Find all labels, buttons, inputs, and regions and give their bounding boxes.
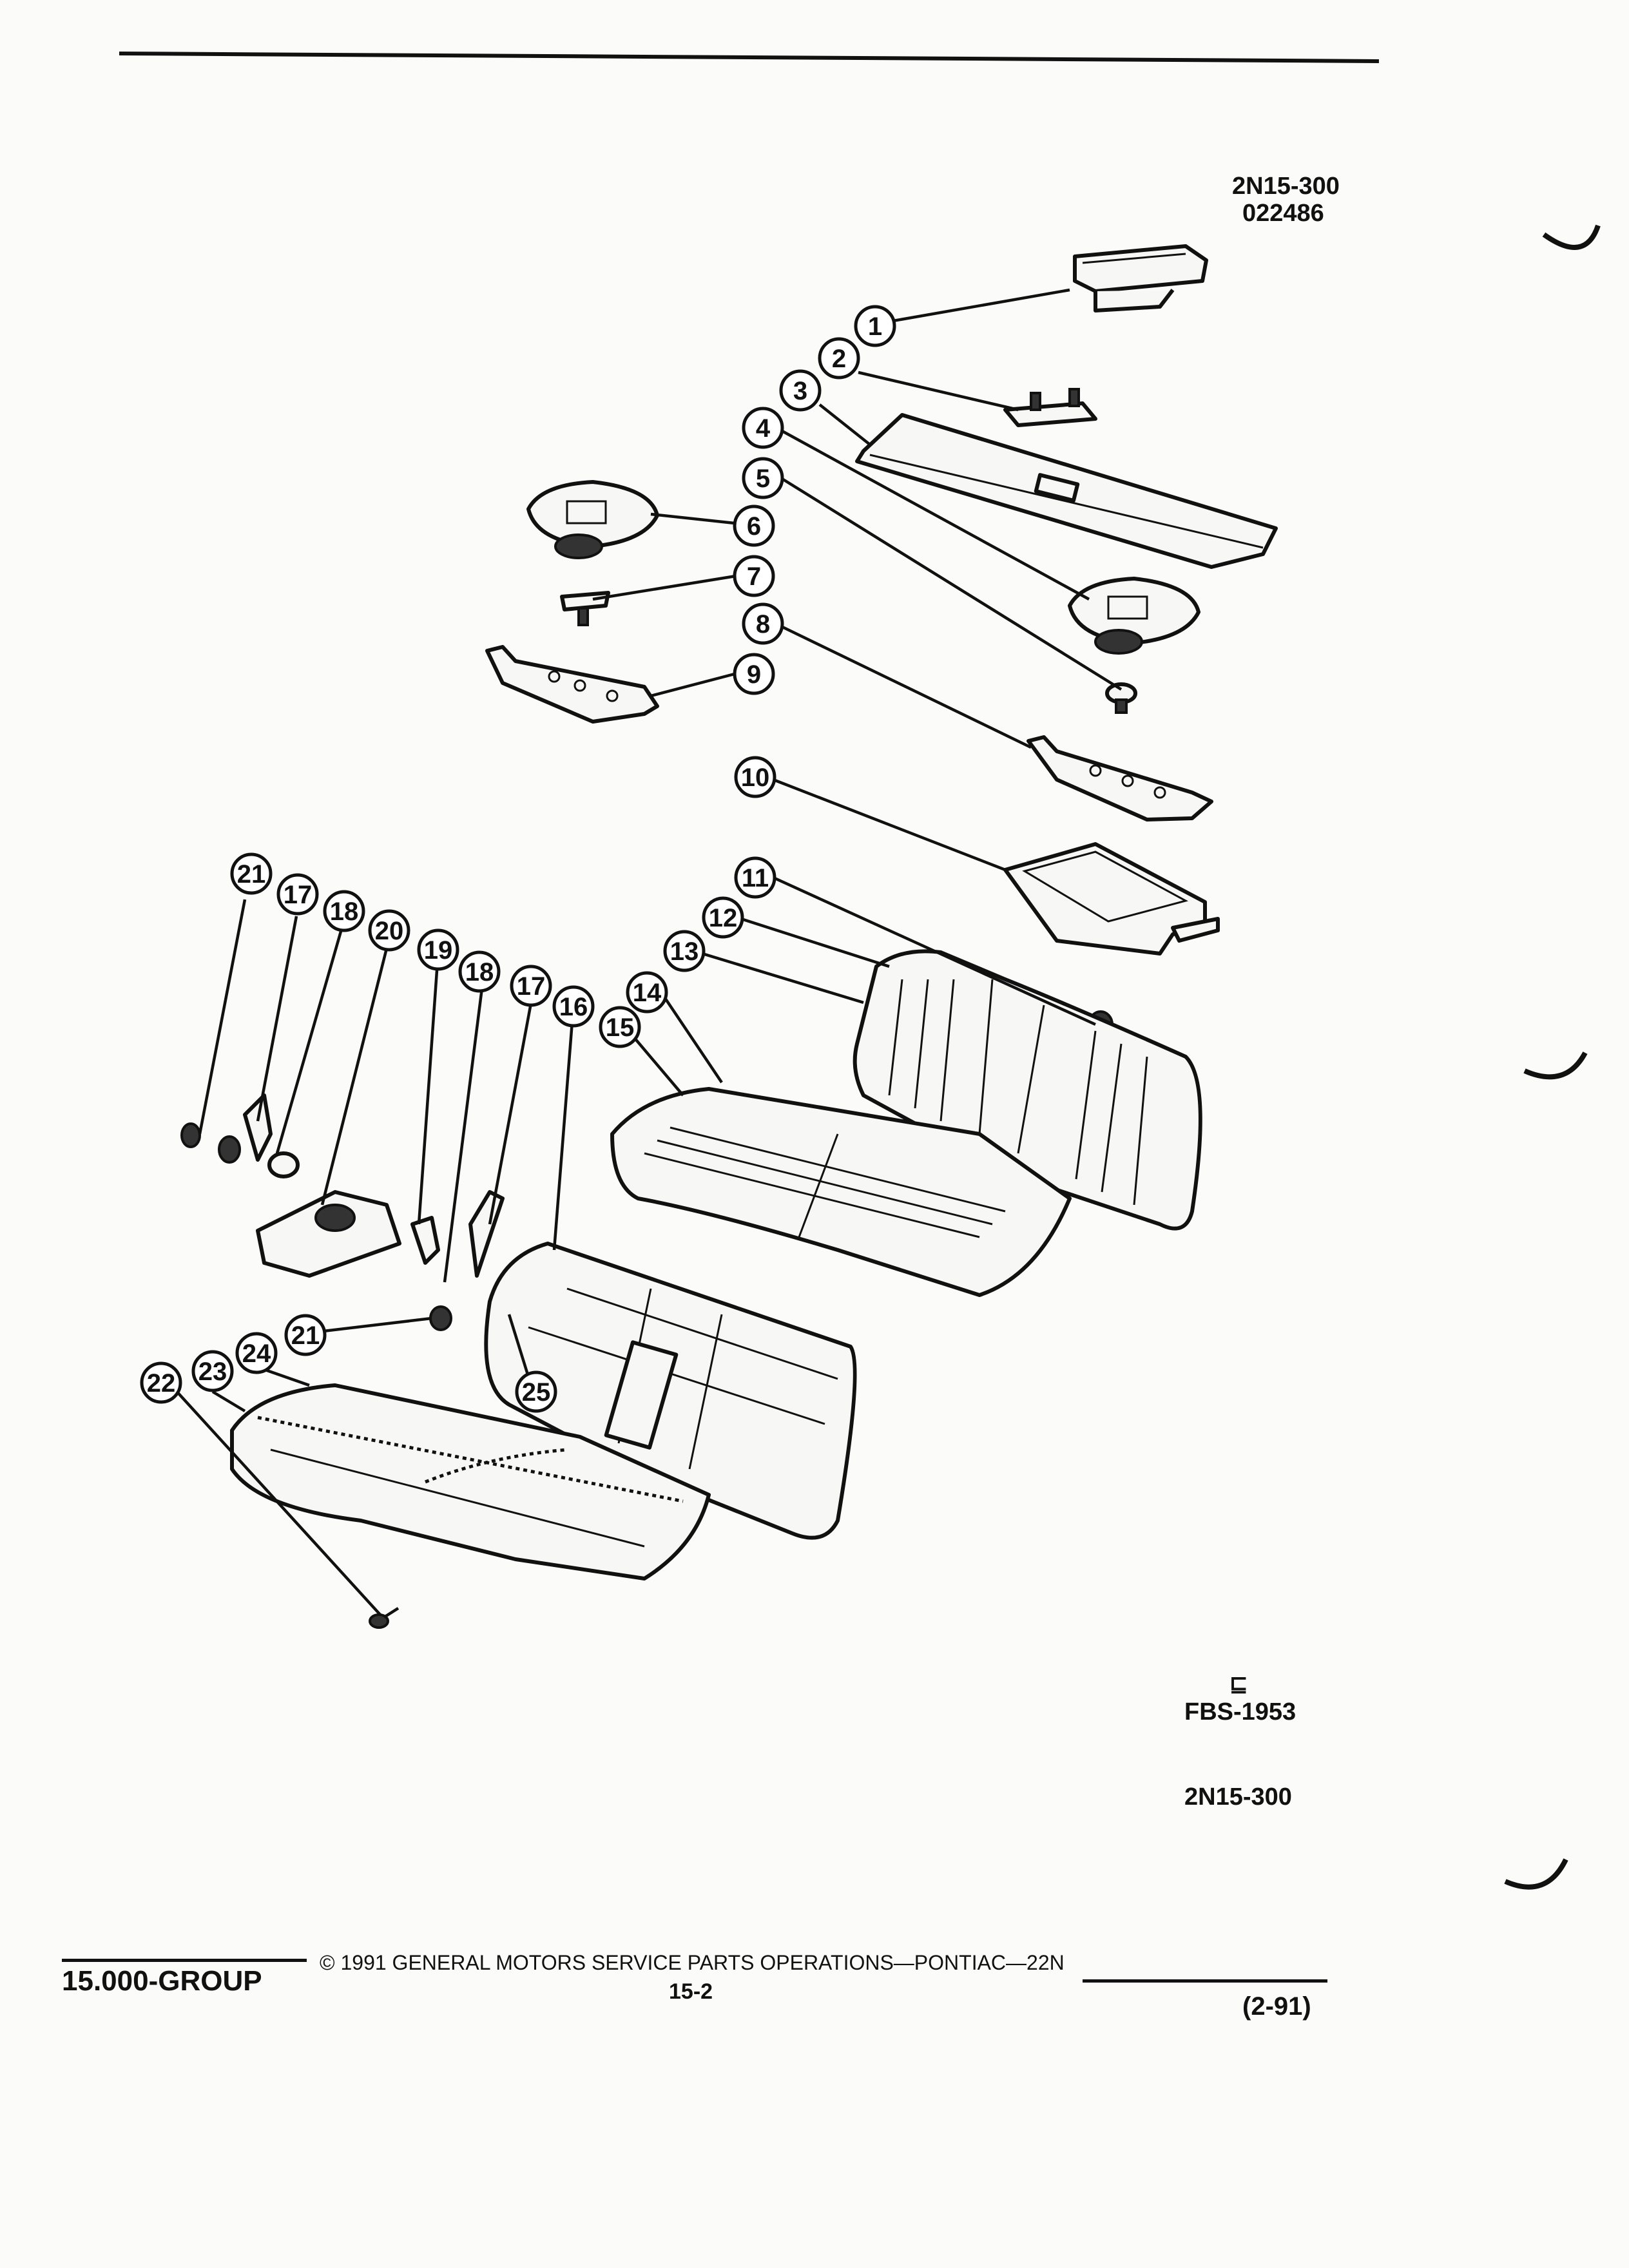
svg-text:22: 22 <box>147 1369 176 1398</box>
callout-2: 2 <box>818 337 860 380</box>
svg-text:18: 18 <box>330 898 359 926</box>
header-drawing-id: 2N15-300 <box>1232 173 1340 200</box>
svg-text:7: 7 <box>747 562 761 591</box>
svg-text:2: 2 <box>832 345 846 373</box>
part-armrest-pad <box>1073 244 1208 312</box>
svg-text:17: 17 <box>517 972 546 1001</box>
leader-lines <box>166 288 1123 1616</box>
footer-rule-right <box>1083 1979 1327 1983</box>
part-front-seat-cushion <box>230 1383 711 1581</box>
part-storage-box <box>1003 842 1220 956</box>
callout-6: 6 <box>733 505 775 547</box>
svg-text:8: 8 <box>756 610 770 639</box>
svg-text:20: 20 <box>375 917 404 945</box>
svg-text:4: 4 <box>756 414 771 443</box>
callout-15: 15 <box>599 1006 641 1048</box>
binder-hole-marks <box>1504 224 1601 1890</box>
footer-copyright: © 1991 GENERAL MOTORS SERVICE PARTS OPER… <box>320 1951 1065 1974</box>
footer-revision: (2-91) <box>1242 1992 1311 2021</box>
footer-page-number: 15-2 <box>669 1979 713 2004</box>
svg-text:3: 3 <box>793 377 807 405</box>
part-speaker-right <box>1068 577 1200 655</box>
part-front-seat-back <box>484 1242 857 1540</box>
part-speaker-left <box>526 480 659 559</box>
callout-3: 3 <box>779 369 822 412</box>
callout-21-lower: 21 <box>284 1314 327 1356</box>
callout-10: 10 <box>734 756 776 798</box>
callout-17-right: 17 <box>510 965 552 1007</box>
part-rear-shelf-panel <box>855 413 1278 569</box>
callout-24: 24 <box>235 1332 278 1374</box>
callout-8: 8 <box>742 602 784 645</box>
svg-text:11: 11 <box>742 864 769 892</box>
part-bracket <box>1003 388 1097 427</box>
svg-text:10: 10 <box>741 764 770 792</box>
part-rear-seat-back <box>853 949 1202 1231</box>
callout-18-right: 18 <box>458 950 501 993</box>
svg-text:23: 23 <box>198 1358 227 1386</box>
svg-text:14: 14 <box>633 979 662 1007</box>
callout-13: 13 <box>663 930 706 972</box>
svg-text:16: 16 <box>559 993 588 1021</box>
callout-11: 11 <box>734 856 776 899</box>
part-rear-seat-cushion <box>610 1087 1072 1297</box>
svg-text:9: 9 <box>747 660 761 689</box>
svg-text:21: 21 <box>237 860 266 889</box>
svg-text:19: 19 <box>424 936 453 965</box>
callout-18-left: 18 <box>323 890 365 932</box>
footer-group: 15.000-GROUP <box>62 1965 262 1997</box>
part-bracket-plate-left <box>485 645 659 724</box>
svg-text:21: 21 <box>291 1321 320 1350</box>
footer-rule-left <box>62 1959 307 1962</box>
svg-text:18: 18 <box>465 958 494 986</box>
callout-16: 16 <box>552 985 595 1028</box>
part-clip <box>560 591 610 626</box>
callout-4: 4 <box>742 407 784 449</box>
callout-20: 20 <box>368 909 410 952</box>
svg-text:1: 1 <box>868 312 882 341</box>
part-bolt <box>369 1607 400 1629</box>
figure-code: FBS-1953 <box>1184 1698 1296 1725</box>
part-bracket-plate-right <box>1027 735 1213 822</box>
svg-text:6: 6 <box>747 512 761 541</box>
svg-text:5: 5 <box>756 465 770 493</box>
callout-25: 25 <box>515 1370 557 1413</box>
callout-23: 23 <box>191 1350 234 1392</box>
callout-17-left: 17 <box>276 873 319 916</box>
callout-19: 19 <box>417 928 459 971</box>
figure-logo-icon: ⊑ <box>1229 1672 1248 1696</box>
svg-text:24: 24 <box>242 1340 271 1368</box>
callout-9: 9 <box>733 653 775 695</box>
callout-12: 12 <box>702 896 744 939</box>
callout-21-upper: 21 <box>230 852 273 895</box>
callout-22: 22 <box>140 1361 182 1404</box>
svg-text:12: 12 <box>709 904 738 932</box>
figure-drawing-id: 2N15-300 <box>1184 1783 1292 1811</box>
callout-5: 5 <box>742 457 784 499</box>
part-knob <box>1105 682 1137 714</box>
svg-text:17: 17 <box>284 881 313 909</box>
svg-text:15: 15 <box>606 1014 635 1042</box>
svg-text:25: 25 <box>522 1378 551 1407</box>
header-drawing-date: 022486 <box>1242 200 1324 227</box>
callout-7: 7 <box>733 555 775 597</box>
svg-text:13: 13 <box>670 937 699 966</box>
part-hinge-hardware <box>180 1093 505 1331</box>
callout-14: 14 <box>626 971 668 1014</box>
callout-1: 1 <box>854 305 896 347</box>
